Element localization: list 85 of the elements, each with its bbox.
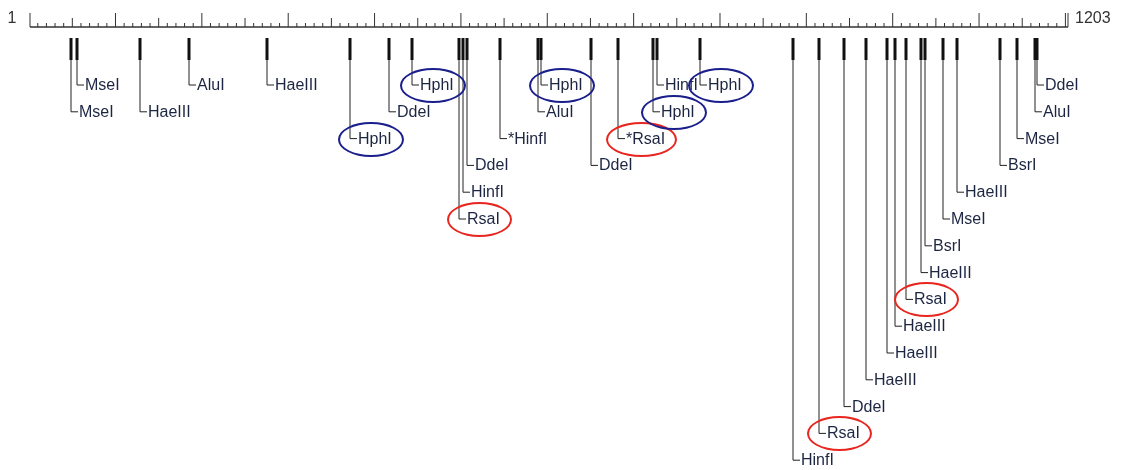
leader-line [652,59,661,113]
cut-site-mark [69,38,73,60]
leader-line [388,59,397,113]
cut-site-mark [941,38,945,60]
leader-line [792,59,801,461]
enzyme-label: RsaI [827,424,860,443]
cut-site-mark [75,38,79,60]
cut-site-mark [410,38,414,60]
leader-line [466,59,475,166]
leader-line [956,59,965,193]
cut-site-mark [791,38,795,60]
enzyme-label: HphI [549,76,583,94]
enzyme-label: *RsaI [626,129,666,148]
leader-line [924,59,933,247]
cut-site-mark [589,38,593,60]
leader-line [656,59,665,86]
cut-site-mark [498,38,502,60]
leader-line [76,59,85,86]
leader-line [537,59,546,113]
highlight-ellipse [606,121,678,157]
enzyme-label: RsaI [914,290,947,309]
leader-line [1016,59,1025,140]
leader-line [499,59,508,140]
cut-site-mark [536,38,540,60]
cut-site-mark [655,38,659,60]
leader-line [894,59,903,327]
cut-site-mark [885,38,889,60]
scale-end-label: 1 [7,9,17,27]
leader-line [905,59,914,300]
cut-site-mark [651,38,655,60]
leader-line [188,59,197,86]
highlight-ellipse [447,202,512,237]
enzyme-label: RsaI [467,210,500,228]
leader-line [617,59,626,140]
cut-site-mark [842,38,846,60]
enzyme-label: HphI [358,129,392,148]
cut-site-mark [698,38,702,60]
cut-site-mark [817,38,821,60]
leader-line [590,59,599,166]
cut-site-mark [616,38,620,60]
cut-site-mark [1015,38,1019,60]
leader-line [1036,59,1045,86]
leader-line [1034,59,1043,113]
cut-site-mark [955,38,959,60]
cut-site-mark [461,38,465,60]
leader-line [699,59,708,86]
highlight-ellipse [338,121,404,157]
cut-site-mark [893,38,897,60]
leader-line [999,59,1008,166]
leader-line [349,59,358,140]
leader-line [411,59,420,86]
cut-site-mark [265,38,269,60]
leader-line [843,59,852,408]
leader-line [266,59,275,86]
cut-site-mark [348,38,352,60]
cut-site-mark [187,38,191,60]
scale-end-label: 1203 [1075,9,1111,27]
leader-line [942,59,951,220]
enzyme-label: HphI [420,76,454,94]
cut-site-mark [923,38,927,60]
leader-line [70,59,79,113]
leader-line [818,59,827,434]
leader-line [865,59,874,381]
highlight-ellipse [529,68,595,103]
leader-line [886,59,895,354]
leader-line [458,59,467,220]
cut-site-mark [904,38,908,60]
cut-site-mark [998,38,1002,60]
leader-line [462,59,471,193]
cut-site-mark [864,38,868,60]
highlight-ellipse [894,282,959,318]
cut-site-mark [465,38,469,60]
cut-site-mark [138,38,142,60]
highlight-ellipse [641,94,707,130]
cut-site-mark [919,38,923,60]
leader-line [920,59,929,274]
highlight-ellipse [400,68,466,103]
cut-site-mark [387,38,391,60]
leader-line [139,59,148,113]
highlight-ellipse [807,416,872,452]
cut-site-mark [457,38,461,60]
cut-site-mark [539,38,543,60]
leader-line [540,59,549,86]
enzyme-label: HphI [661,102,695,121]
enzyme-label: HphI [708,76,742,94]
